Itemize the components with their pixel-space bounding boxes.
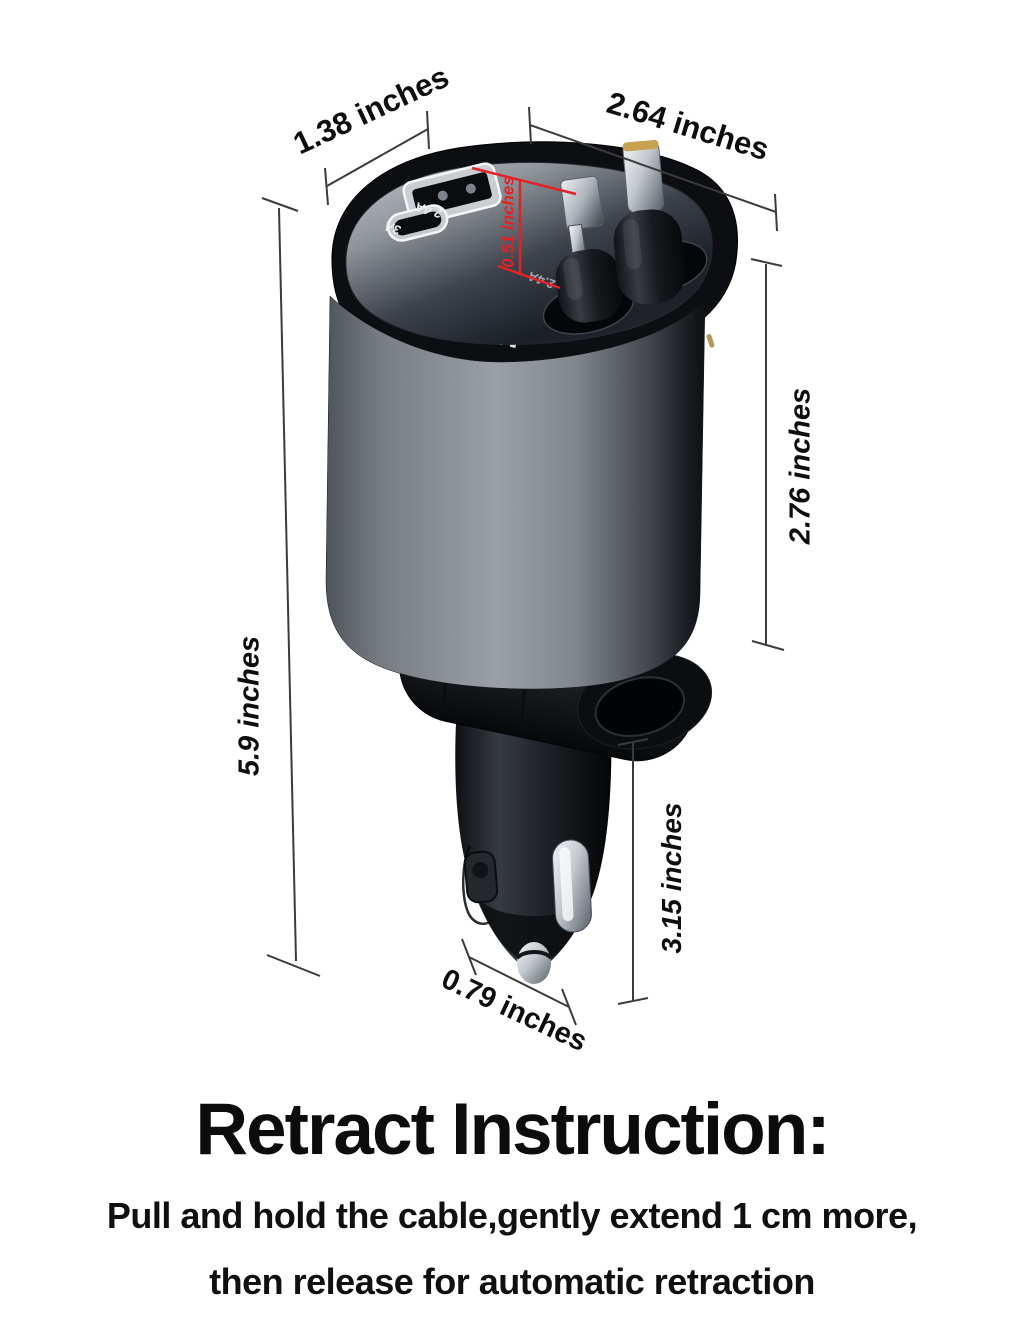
dim-tick <box>750 258 783 267</box>
dimension-label-plug-length: 3.15 inches <box>656 802 687 954</box>
plug-side-contact <box>552 839 592 933</box>
dim-line-top-depth <box>529 124 777 213</box>
dim-line-plug-tip-width <box>468 956 570 1008</box>
plug-tip-contact <box>517 942 551 984</box>
dim-line-top-width <box>326 128 429 187</box>
retract-instruction: Retract Instruction: Pull and hold the c… <box>0 1088 1024 1303</box>
dim-tick <box>461 938 477 976</box>
dim-tick <box>261 197 299 212</box>
dim-tick <box>324 167 329 206</box>
dim-tick <box>266 954 321 977</box>
dim-tick <box>774 193 778 232</box>
plug-release-button <box>463 850 499 904</box>
dim-tick <box>528 106 532 145</box>
dimension-label-body-height: 2.76 inches <box>784 387 817 545</box>
output-ports <box>386 162 502 242</box>
dim-tick <box>617 997 649 1005</box>
dim-line-total-height <box>278 207 297 962</box>
usb-a-pin <box>437 190 448 201</box>
plug-tip-seam <box>515 950 553 960</box>
lightning-housing <box>555 249 623 323</box>
car-charger: LISEN 2.4A 3A 2.4A <box>325 139 738 984</box>
instruction-title: Retract Instruction: <box>195 1089 830 1170</box>
usb-c-gold-tip <box>622 139 659 152</box>
charger-body <box>325 295 706 690</box>
usb-c-shaft <box>622 140 665 214</box>
dimension-label-total-height: 5.9 inches <box>233 635 266 777</box>
instruction-line-1: Pull and hold the cable,gently extend 1 … <box>106 1195 918 1236</box>
dim-tick <box>751 640 785 651</box>
usb-a-pin <box>465 183 476 194</box>
lightning-blade <box>560 175 604 231</box>
cigarette-plug <box>455 688 612 984</box>
dimension-label-port-area: 0.51 inches <box>498 176 518 268</box>
usb-c-connector <box>613 139 685 305</box>
dimension-port-area <box>471 166 577 290</box>
dimension-lines <box>261 106 785 1026</box>
dim-tick <box>426 110 430 150</box>
usb-c-slot <box>394 211 442 236</box>
lightning-connector <box>555 175 623 323</box>
red-dim-top-line <box>471 166 577 196</box>
usb-c-port-label: 3A <box>382 218 403 238</box>
instruction-line-2: then release for automatic retraction <box>209 1261 815 1302</box>
usb-c-housing <box>613 209 685 305</box>
dim-tick <box>617 738 649 746</box>
product-illustration: LISEN 2.4A 3A 2.4A <box>261 106 785 1026</box>
collar-glint-2 <box>706 334 715 348</box>
red-dim-bottom-line <box>497 264 561 290</box>
dim-tick <box>561 988 577 1026</box>
